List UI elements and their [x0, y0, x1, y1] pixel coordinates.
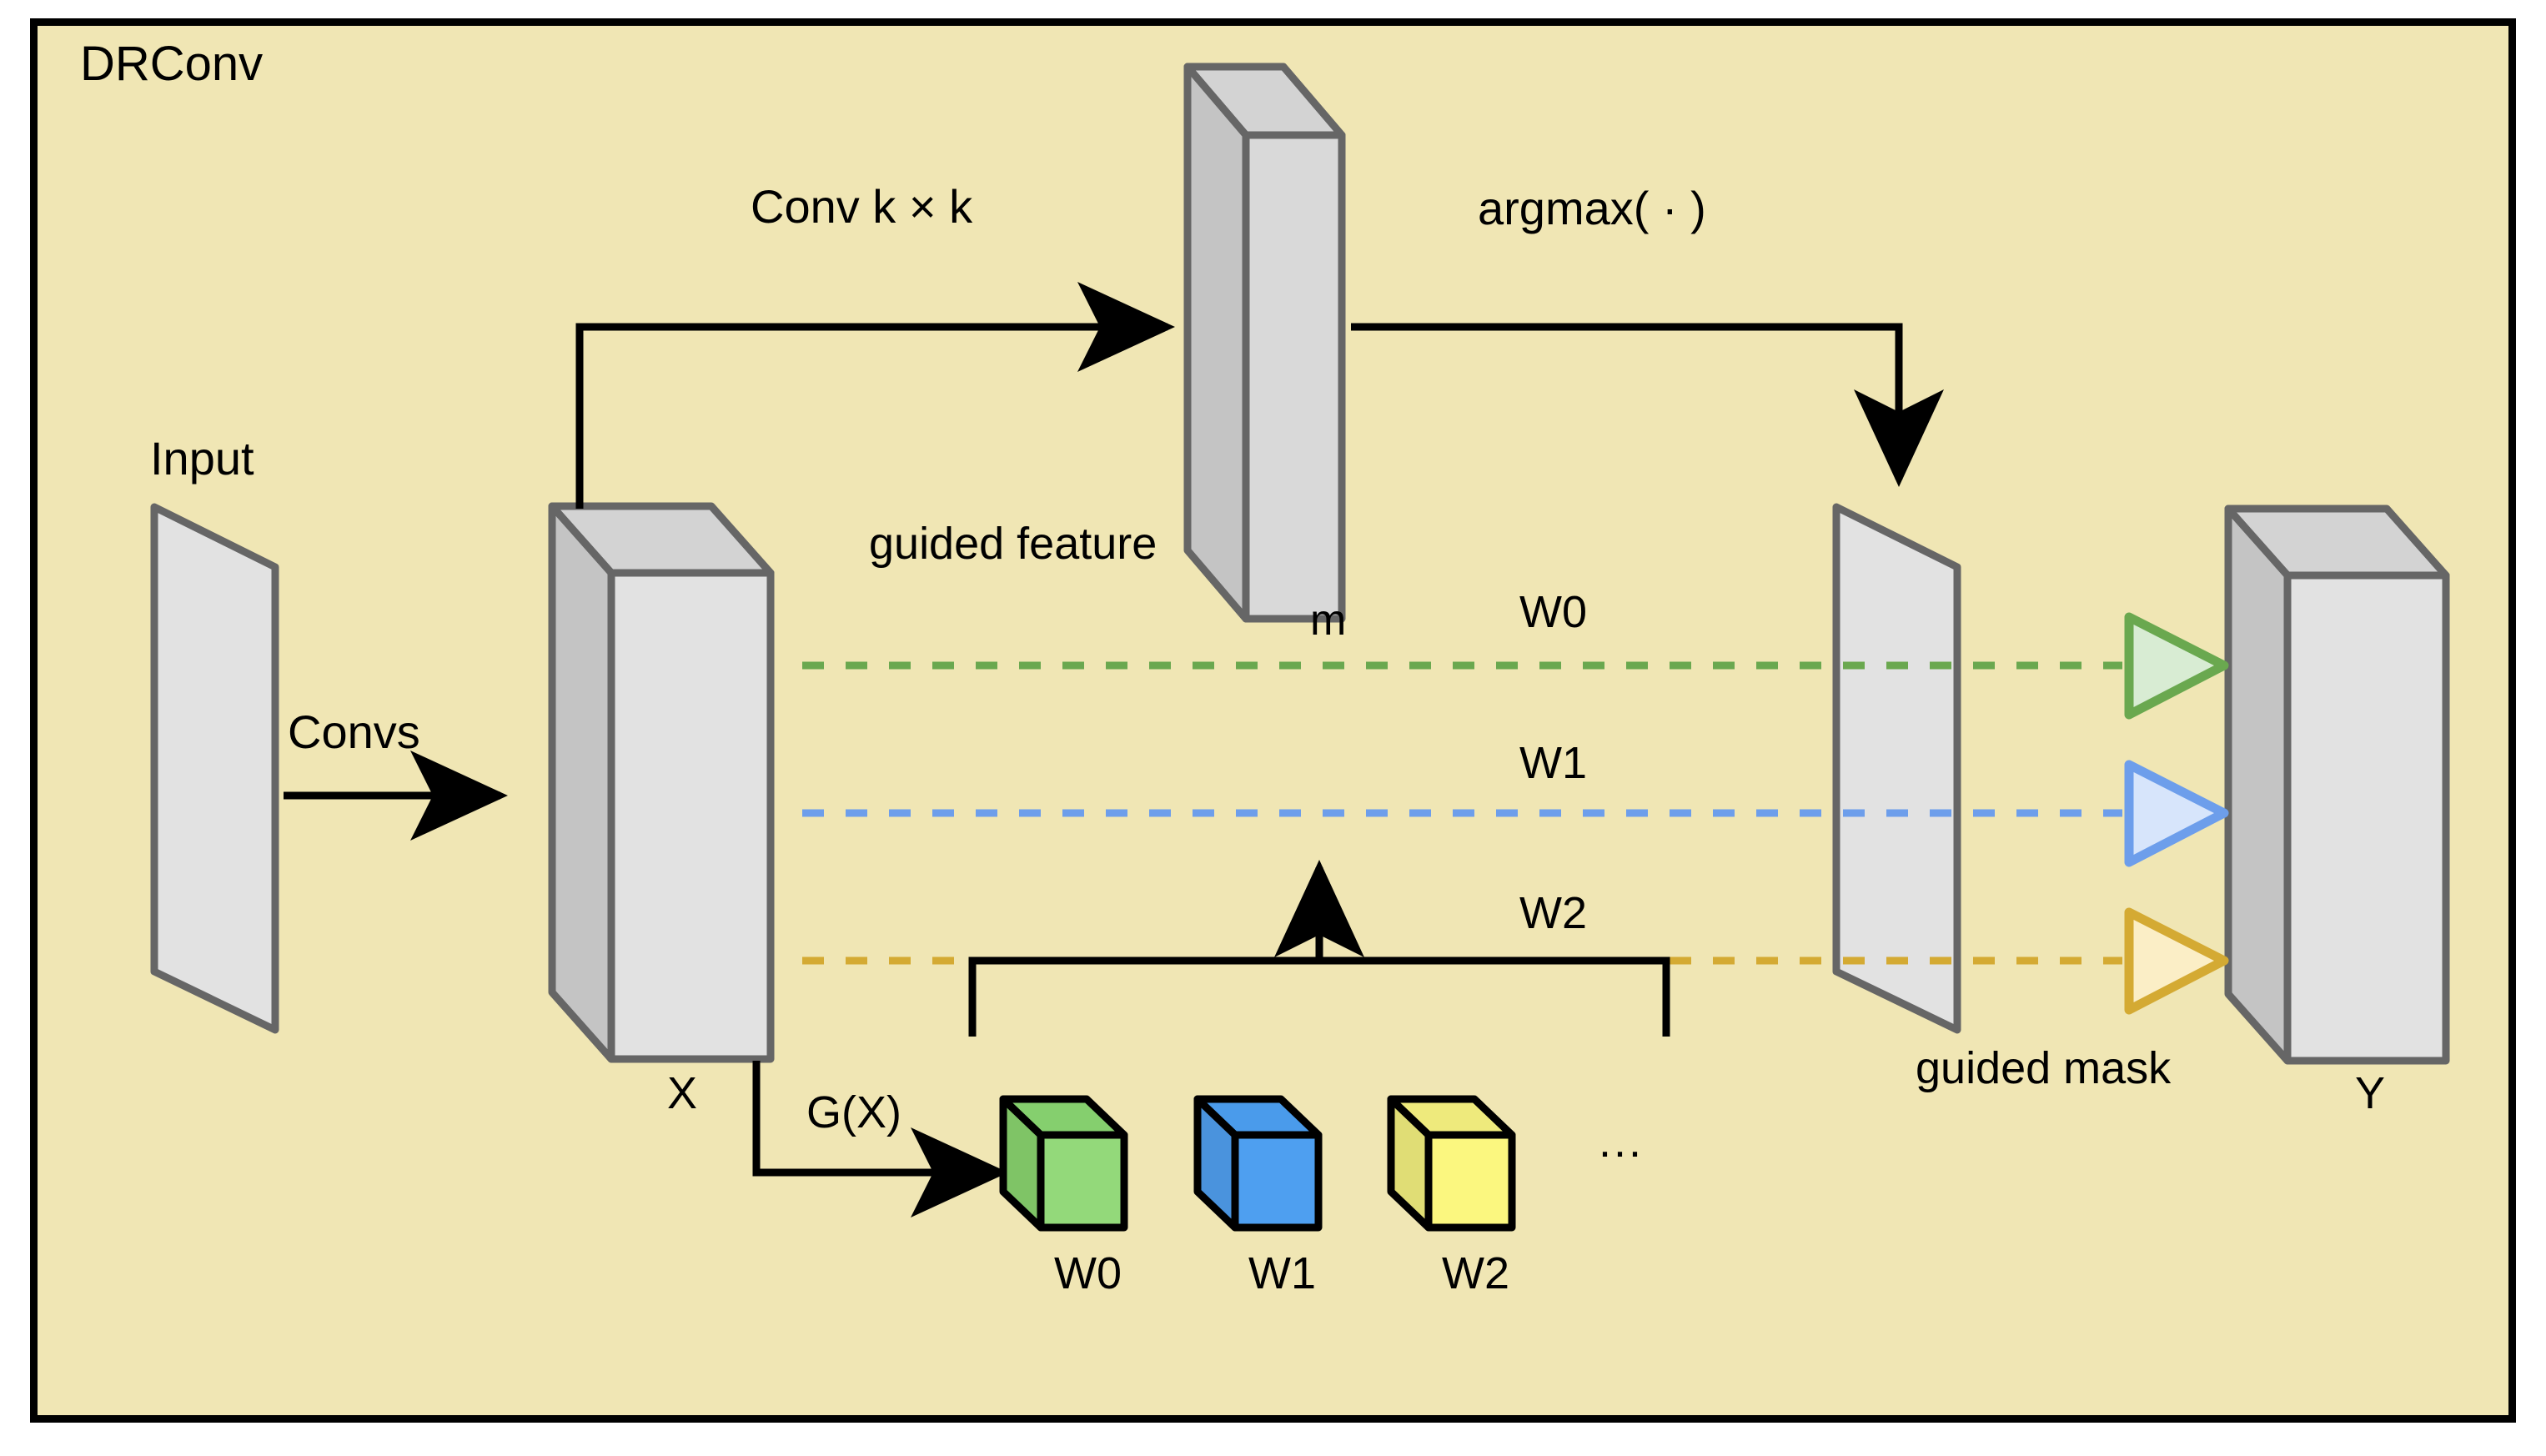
guided-feature-label: guided feature — [869, 519, 1158, 569]
x-label: X — [667, 1068, 698, 1118]
m-label: m — [1310, 596, 1347, 645]
guided-mask-label: guided mask — [1916, 1043, 2172, 1093]
weight-line-label-w1: W1 — [1519, 738, 1587, 788]
conv-kk-label: Conv k × k — [751, 180, 973, 233]
weight-cube-label-w1: W1 — [1248, 1248, 1316, 1298]
weight-cube-label-w0: W0 — [1054, 1248, 1122, 1298]
y-label: Y — [2355, 1068, 2386, 1118]
input-label: Input — [150, 432, 254, 484]
ellipsis-label: ... — [1599, 1117, 1645, 1167]
weight-line-label-w2: W2 — [1519, 888, 1587, 938]
weight-cube-label-w2: W2 — [1442, 1248, 1509, 1298]
convs-label: Convs — [288, 705, 420, 758]
gx-label: G(X) — [806, 1087, 901, 1137]
weight-line-label-w0: W0 — [1519, 587, 1587, 637]
diagram-title: DRConv — [80, 37, 264, 91]
argmax-label: argmax( · ) — [1478, 182, 1706, 234]
